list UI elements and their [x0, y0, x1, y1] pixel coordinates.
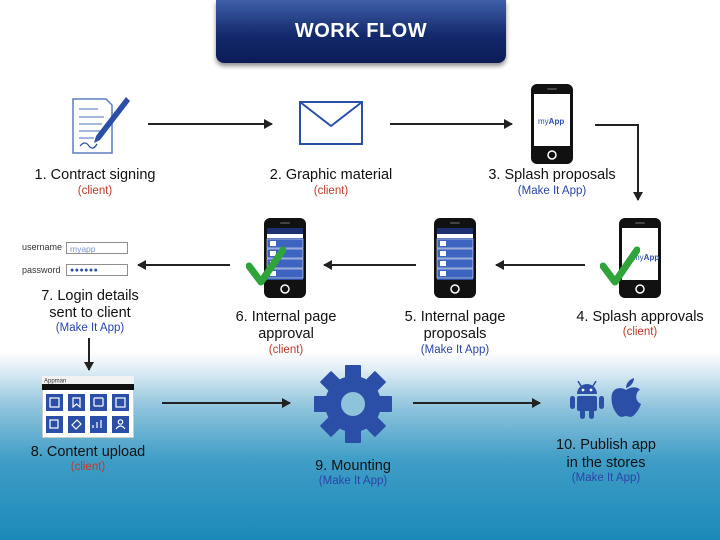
step-8-label: 8. Content upload [30, 444, 146, 460]
step-4-label: 4. Splash approvals [576, 309, 704, 325]
page-title: WORK FLOW [294, 20, 428, 42]
contract-icon [72, 97, 130, 154]
checkmark-icon [246, 246, 286, 286]
envelope-icon [299, 101, 363, 145]
step-10-label-line2: in the stores [566, 455, 646, 471]
android-icon [570, 381, 604, 419]
svg-text:myApp: myApp [633, 253, 659, 262]
step-6-label-line2: approval [258, 326, 314, 342]
internal-page-phone-icon [434, 218, 476, 298]
step-2-party: (client) [313, 185, 349, 197]
step-6-party: (client) [268, 344, 304, 356]
step-2-label: 2. Graphic material [269, 167, 393, 183]
splash-approval-phone-icon: myApp [619, 218, 661, 298]
step-10-label-line1: 10. Publish app [556, 437, 656, 453]
phone-icon: myApp [531, 84, 573, 164]
cms-header: Appman [44, 379, 66, 385]
password-field: ●●●●●● [66, 264, 128, 276]
step-7-label-line2: sent to client [49, 305, 131, 321]
step-7-label-line1: 7. Login details [41, 288, 139, 304]
splash-phone-icon: myApp [531, 84, 573, 164]
username-label: username [22, 242, 63, 252]
arrow-3-4 [595, 124, 643, 201]
step-1-party: (client) [77, 185, 113, 197]
step-8-party: (client) [70, 461, 106, 473]
step-9-party: (Make It App) [318, 475, 388, 487]
checkmark-icon [600, 246, 640, 286]
phone-icon: myApp [619, 218, 661, 298]
apple-icon [611, 378, 641, 417]
step-3-label: 3. Splash proposals [488, 167, 616, 183]
step-3-party: (Make It App) [517, 185, 587, 197]
svg-text:myApp: myApp [538, 117, 564, 126]
step-5-party: (Make It App) [420, 344, 490, 356]
title-banner: WORK FLOW [216, 0, 506, 63]
gear-icon [314, 365, 392, 443]
step-6-label-line1: 6. Internal page [235, 309, 337, 325]
step-4-party: (client) [622, 326, 658, 338]
cms-dashboard-icon: Appman [42, 376, 134, 438]
step-10-party: (Make It App) [571, 472, 641, 484]
step-5-label-line1: 5. Internal page [404, 309, 506, 325]
username-field: myapp [66, 242, 128, 254]
step-7-party: (Make It App) [55, 322, 125, 334]
password-label: password [22, 265, 61, 275]
internal-page-approval-phone-icon [264, 218, 306, 298]
step-1-label: 1. Contract signing [34, 167, 156, 183]
step-5-label-line2: proposals [423, 326, 487, 342]
step-9-label: 9. Mounting [315, 458, 391, 474]
